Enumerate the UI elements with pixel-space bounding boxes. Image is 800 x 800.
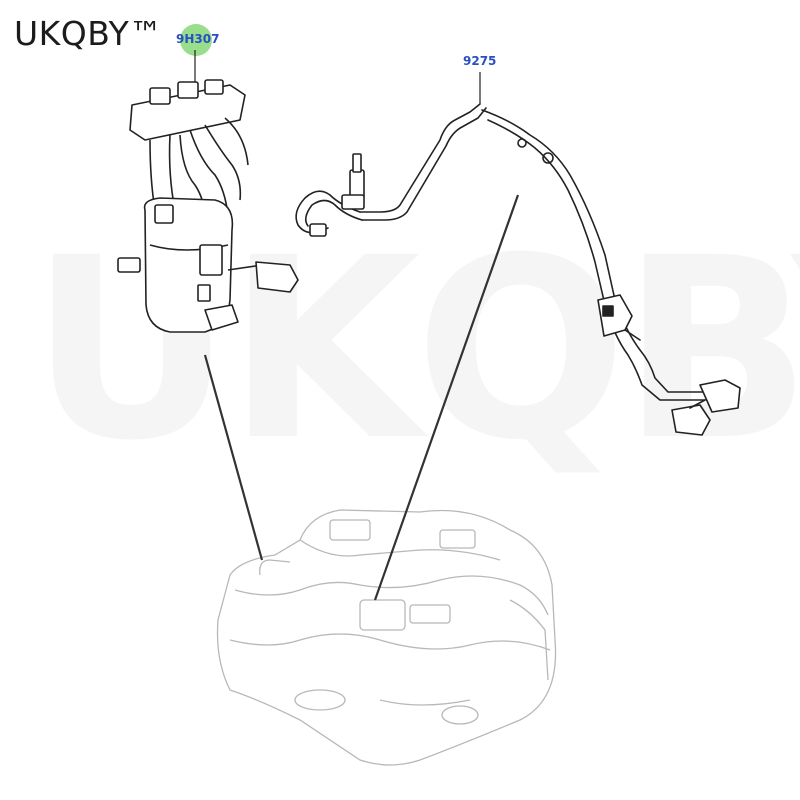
pointer-line-pump xyxy=(203,354,264,561)
callout-label-pump[interactable]: 9H307 xyxy=(176,32,220,46)
fuel-tank xyxy=(216,509,557,766)
brand-logo: UKQBY™ xyxy=(14,14,163,53)
wiring-harness xyxy=(295,103,741,436)
fuel-pump-module xyxy=(117,79,299,333)
pointer-line-harness xyxy=(373,194,520,601)
callout-highlight xyxy=(180,24,212,56)
callout-label-harness[interactable]: 9275 xyxy=(463,54,497,68)
